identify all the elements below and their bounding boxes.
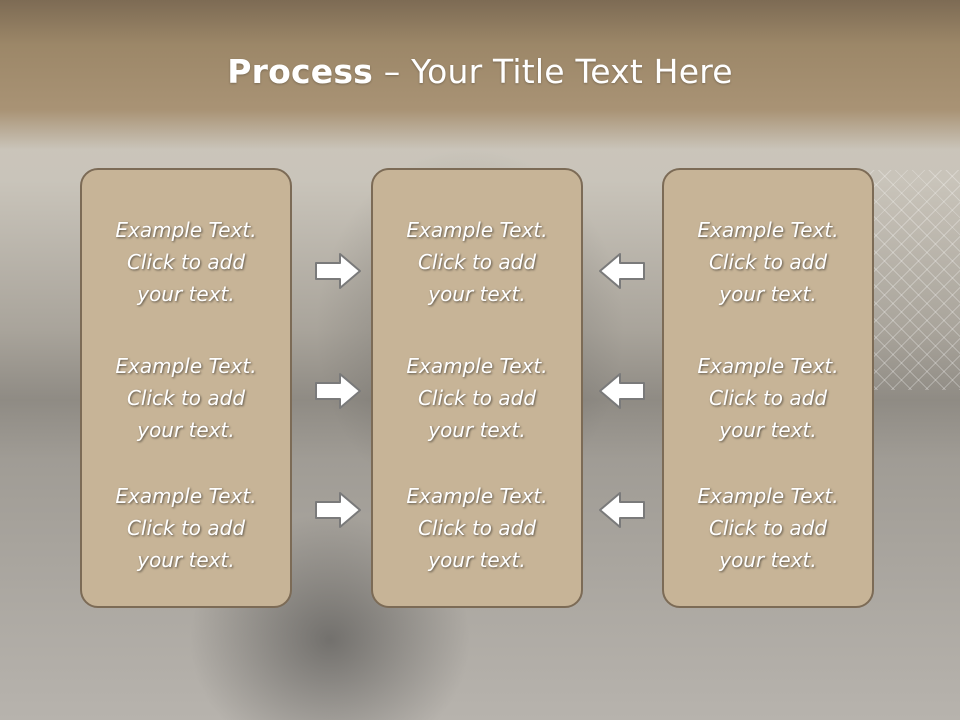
text-line: Click to add — [417, 386, 537, 410]
arrow-right-icon[interactable] — [314, 252, 362, 290]
arrow-right-icon[interactable] — [314, 491, 362, 529]
text-block[interactable]: Example Text. Click to add your text. — [664, 480, 872, 576]
process-panel-center[interactable]: Example Text. Click to add your text. Ex… — [371, 168, 583, 608]
text-line: Example Text. — [406, 218, 548, 242]
slide-title[interactable]: Process – Your Title Text Here — [0, 52, 960, 91]
text-line: Click to add — [708, 250, 828, 274]
title-bar — [0, 0, 960, 150]
text-block[interactable]: Example Text. Click to add your text. — [664, 214, 872, 310]
text-line: Example Text. — [697, 354, 839, 378]
process-panel-left[interactable]: Example Text. Click to add your text. Ex… — [80, 168, 292, 608]
text-block[interactable]: Example Text. Click to add your text. — [82, 214, 290, 310]
text-block[interactable]: Example Text. Click to add your text. — [373, 214, 581, 310]
text-line: Example Text. — [115, 218, 257, 242]
text-line: your text. — [428, 282, 526, 306]
text-line: Click to add — [126, 386, 246, 410]
text-line: Example Text. — [697, 218, 839, 242]
text-block[interactable]: Example Text. Click to add your text. — [373, 350, 581, 446]
text-block[interactable]: Example Text. Click to add your text. — [82, 480, 290, 576]
text-block[interactable]: Example Text. Click to add your text. — [373, 480, 581, 576]
arrow-left-icon[interactable] — [598, 372, 646, 410]
arrow-right-icon[interactable] — [314, 372, 362, 410]
text-line: your text. — [719, 418, 817, 442]
text-line: your text. — [137, 418, 235, 442]
text-line: your text. — [137, 282, 235, 306]
text-line: Click to add — [126, 250, 246, 274]
text-block[interactable]: Example Text. Click to add your text. — [664, 350, 872, 446]
text-line: Example Text. — [697, 484, 839, 508]
arrow-left-icon[interactable] — [598, 491, 646, 529]
text-line: your text. — [428, 548, 526, 572]
text-line: Example Text. — [406, 484, 548, 508]
text-line: Click to add — [417, 250, 537, 274]
text-line: your text. — [137, 548, 235, 572]
text-line: Example Text. — [115, 354, 257, 378]
text-line: Example Text. — [115, 484, 257, 508]
slide-title-rest: – Your Title Text Here — [373, 52, 733, 91]
text-line: Click to add — [126, 516, 246, 540]
text-line: Click to add — [708, 386, 828, 410]
arrow-left-icon[interactable] — [598, 252, 646, 290]
text-block[interactable]: Example Text. Click to add your text. — [82, 350, 290, 446]
text-line: Click to add — [417, 516, 537, 540]
text-line: Example Text. — [406, 354, 548, 378]
text-line: your text. — [719, 548, 817, 572]
process-panel-right[interactable]: Example Text. Click to add your text. Ex… — [662, 168, 874, 608]
text-line: Click to add — [708, 516, 828, 540]
text-line: your text. — [428, 418, 526, 442]
background-fence — [860, 170, 960, 390]
slide-title-bold: Process — [227, 52, 374, 91]
text-line: your text. — [719, 282, 817, 306]
